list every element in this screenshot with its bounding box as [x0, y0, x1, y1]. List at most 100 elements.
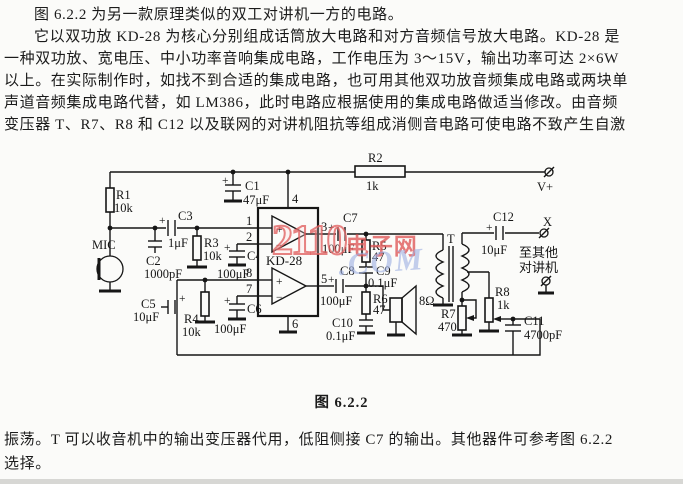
label-plus: +: [179, 293, 186, 305]
label-pin2: 2: [246, 230, 252, 244]
label-pin1: 1: [246, 214, 252, 228]
resistor-R3: R3 10k: [187, 228, 223, 269]
label-C3: C3: [178, 209, 193, 223]
label-R7: R7: [441, 307, 456, 321]
label-R5-value: 47: [372, 250, 385, 264]
label-destination-2: 对讲机: [519, 260, 558, 275]
capacitor-C2: C2 1000pF: [144, 228, 182, 281]
label-output2-cap-value: 100μF: [320, 294, 352, 308]
speaker: 8Ω: [387, 284, 435, 337]
paragraph-line: 以上。在实际制作时，如找不到合适的集成电路，也可用其他双功放音频集成电路或两块单: [4, 73, 629, 89]
label-T: T: [447, 232, 455, 246]
resistor-R1: R1 10k: [105, 172, 134, 228]
label-C5: C5: [141, 297, 156, 311]
label-R1-value: 10k: [114, 201, 134, 215]
label-C10: C10: [332, 316, 353, 330]
capacitor-C12: + C12 10μF: [462, 210, 539, 257]
label-KD28: KD-28: [266, 253, 302, 268]
label-plus: +: [159, 215, 166, 227]
label-X: X: [543, 215, 552, 229]
label-speaker-impedance: 8Ω: [419, 294, 435, 308]
paragraph-line: 变压器 T、R7、R8 和 C12 以及联网的对讲机阻抗等组成消侧音电路可使电路…: [4, 117, 626, 133]
label-C7-value: 100μF: [322, 242, 354, 256]
label-plus: +: [224, 242, 231, 254]
capacitor-C1: + C1 47μF: [222, 172, 269, 207]
label-pin6: 6: [292, 317, 298, 331]
sidetone-feedback-wire: [177, 318, 541, 356]
page-bottom-edge: [0, 479, 683, 484]
label-R6: R6: [373, 292, 388, 306]
label-C5-value: 10μF: [133, 310, 159, 324]
label-pin3: 3: [321, 220, 327, 234]
zobel-R5-C8: R5 47 C8 C9 0.1μF: [340, 234, 397, 290]
label-C8: C8: [340, 264, 355, 278]
mic-input-wire: [107, 225, 258, 231]
label-R8-value: 1k: [497, 298, 510, 312]
label-C4-value: 100μF: [217, 267, 249, 281]
ic-kd28: + − + − KD-28 1 2 8 7 4 3 5 6: [246, 172, 327, 334]
label-plus: +: [276, 224, 283, 236]
label-R4: R4: [184, 312, 199, 326]
label-R3-value: 10k: [203, 249, 223, 263]
label-pin7: 7: [246, 282, 252, 296]
label-C6: C6: [247, 302, 262, 316]
label-plus: +: [276, 276, 283, 288]
terminal-x: X 至其他 对讲机: [519, 215, 558, 275]
output2-path: + 100μF: [318, 274, 390, 311]
label-destination-1: 至其他: [519, 245, 558, 260]
label-C11-value: 4700pF: [524, 328, 562, 342]
capacitor-C3: + C3 1μF: [159, 209, 193, 250]
label-plus: +: [328, 274, 335, 286]
paragraph-line: 图 6.2.2 为另一款原理类似的双工对讲机一方的电路。: [34, 7, 404, 23]
label-minus: −: [276, 292, 283, 304]
label-R2: R2: [368, 151, 383, 165]
potentiometer-R7: R7 470: [438, 297, 477, 337]
paragraph-line: 振荡。T 可以收音机中的输出变压器代用，低阻侧接 C7 的输出。其他器件可参考图…: [4, 432, 613, 448]
label-C2-value: 1000pF: [144, 267, 182, 281]
label-C1-value: 47μF: [243, 193, 269, 207]
terminal-ground: [538, 275, 554, 295]
resistor-R2: R2 1k: [354, 151, 406, 193]
label-pin4: 4: [292, 192, 299, 206]
label-C12-value: 10μF: [481, 243, 507, 257]
label-C3-value: 1μF: [168, 236, 188, 250]
label-C6-value: 100μF: [214, 322, 246, 336]
label-R8: R8: [495, 285, 510, 299]
label-R7-value: 470: [438, 320, 457, 334]
label-R4-value: 10k: [182, 325, 202, 339]
label-C11: C11: [524, 314, 544, 328]
label-C9: C9: [376, 264, 391, 278]
label-R3: R3: [204, 236, 219, 250]
label-C7: C7: [343, 211, 358, 225]
label-R2-value: 1k: [366, 179, 379, 193]
label-plus: +: [328, 222, 335, 234]
paragraph-line: 它以双功放 KD-28 为核心分别组成话筒放大电路和对方音频信号放大电路。KD-…: [34, 29, 620, 45]
label-C1: C1: [245, 179, 260, 193]
capacitor-C6: + C6 100μF: [214, 295, 262, 336]
label-vplus: V+: [537, 180, 553, 194]
feedback-input: R4 10k + C5 10μF: [133, 277, 258, 355]
label-plus: +: [222, 175, 229, 187]
label-plus: +: [224, 295, 231, 307]
label-minus: −: [276, 240, 283, 252]
label-R1: R1: [116, 188, 131, 202]
zobel-R6-C10: R6 47 C10 0.1μF: [326, 286, 388, 343]
potentiometer-R8: R8 1k: [479, 285, 513, 333]
paragraph-line: 一种双功放、宽电压、中小功率音响集成电路，工作电压为 3～15V，输出功率可达 …: [4, 51, 619, 67]
label-C10-value: 0.1μF: [326, 329, 355, 343]
label-C12: C12: [493, 210, 514, 224]
label-R6-value: 47: [373, 303, 386, 317]
label-pin8: 8: [246, 266, 252, 280]
paragraph-line: 声道音频集成电路代替，如 LM386，此时电路应根据使用的集成电路做适当修改。由…: [4, 95, 618, 111]
capacitor-C4: + C4 100μF: [217, 242, 262, 281]
power-rail: [110, 169, 545, 175]
label-plus: +: [486, 222, 493, 234]
paragraph-line: 选择。: [4, 456, 51, 472]
label-MIC: MIC: [92, 238, 116, 252]
transformer-T: T: [433, 232, 490, 307]
label-C2: C2: [146, 254, 161, 268]
capacitor-C11: C11 4700pF: [505, 314, 562, 355]
microphone: MIC: [92, 228, 124, 293]
